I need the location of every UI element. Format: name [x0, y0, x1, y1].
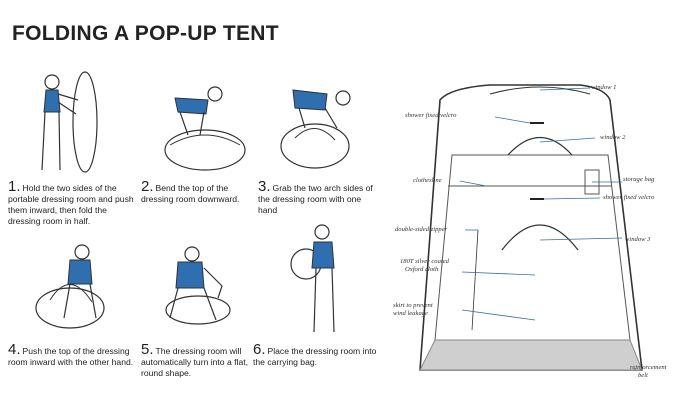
label-window-3: window 3	[625, 236, 651, 243]
label-window-2: window 2	[600, 134, 626, 141]
label-shower-fixed-velcro-top: shower fixed velcro	[405, 112, 457, 119]
step-1-caption: 1.Hold the two sides of the portable dre…	[8, 178, 138, 227]
step-2-caption: 2.Bend the top of the dressing room down…	[141, 178, 259, 205]
step-number: 6.	[253, 341, 266, 358]
label-cloth-line-2: Oxford cloth	[405, 266, 439, 273]
label-skirt-line-1: skirt to prevent	[393, 302, 433, 309]
label-double-sided-zipper: double-sided zipper	[395, 226, 448, 233]
step-3-illustration	[275, 78, 365, 173]
tent-diagram	[390, 70, 680, 420]
step-number: 3.	[258, 178, 271, 195]
label-cloth-line-1: 180T silver coated	[400, 258, 449, 265]
step-number: 5.	[141, 341, 154, 358]
page-title: FOLDING A POP-UP TENT	[12, 22, 279, 45]
step-number: 4.	[8, 341, 21, 358]
step-number: 1.	[8, 178, 21, 195]
step-6-illustration	[290, 222, 350, 337]
step-text: Push the top of the dressing room inward…	[8, 346, 134, 367]
label-skirt-line-2: wind leakage	[393, 310, 428, 317]
step-5-caption: 5.The dressing room will automatically t…	[141, 341, 259, 379]
label-reinforcement-1: reinforcement	[630, 364, 667, 371]
step-text: Grab the two arch sides of the dressing …	[258, 183, 373, 215]
step-6-caption: 6.Place the dressing room into the carry…	[253, 341, 379, 368]
label-window-1: window 1	[591, 84, 617, 91]
label-shower-fixed-velcro-side: shower fixed velcro	[603, 194, 655, 201]
step-3-caption: 3.Grab the two arch sides of the dressin…	[258, 178, 380, 216]
step-text: Bend the top of the dressing room downwa…	[141, 183, 240, 204]
step-4-illustration	[30, 238, 120, 333]
step-4-caption: 4.Push the top of the dressing room inwa…	[8, 341, 138, 368]
step-1-illustration	[30, 70, 110, 175]
label-storage-bag: storage bag	[623, 176, 655, 183]
step-number: 2.	[141, 178, 154, 195]
step-text: Hold the two sides of the portable dress…	[8, 183, 134, 226]
label-clothesline: clothesline	[413, 177, 442, 184]
step-5-illustration	[160, 238, 250, 333]
step-text: The dressing room will automatically tur…	[141, 346, 248, 378]
step-text: Place the dressing room into the carryin…	[253, 346, 377, 367]
step-2-illustration	[160, 80, 250, 175]
label-reinforcement-2: belt	[638, 372, 648, 379]
